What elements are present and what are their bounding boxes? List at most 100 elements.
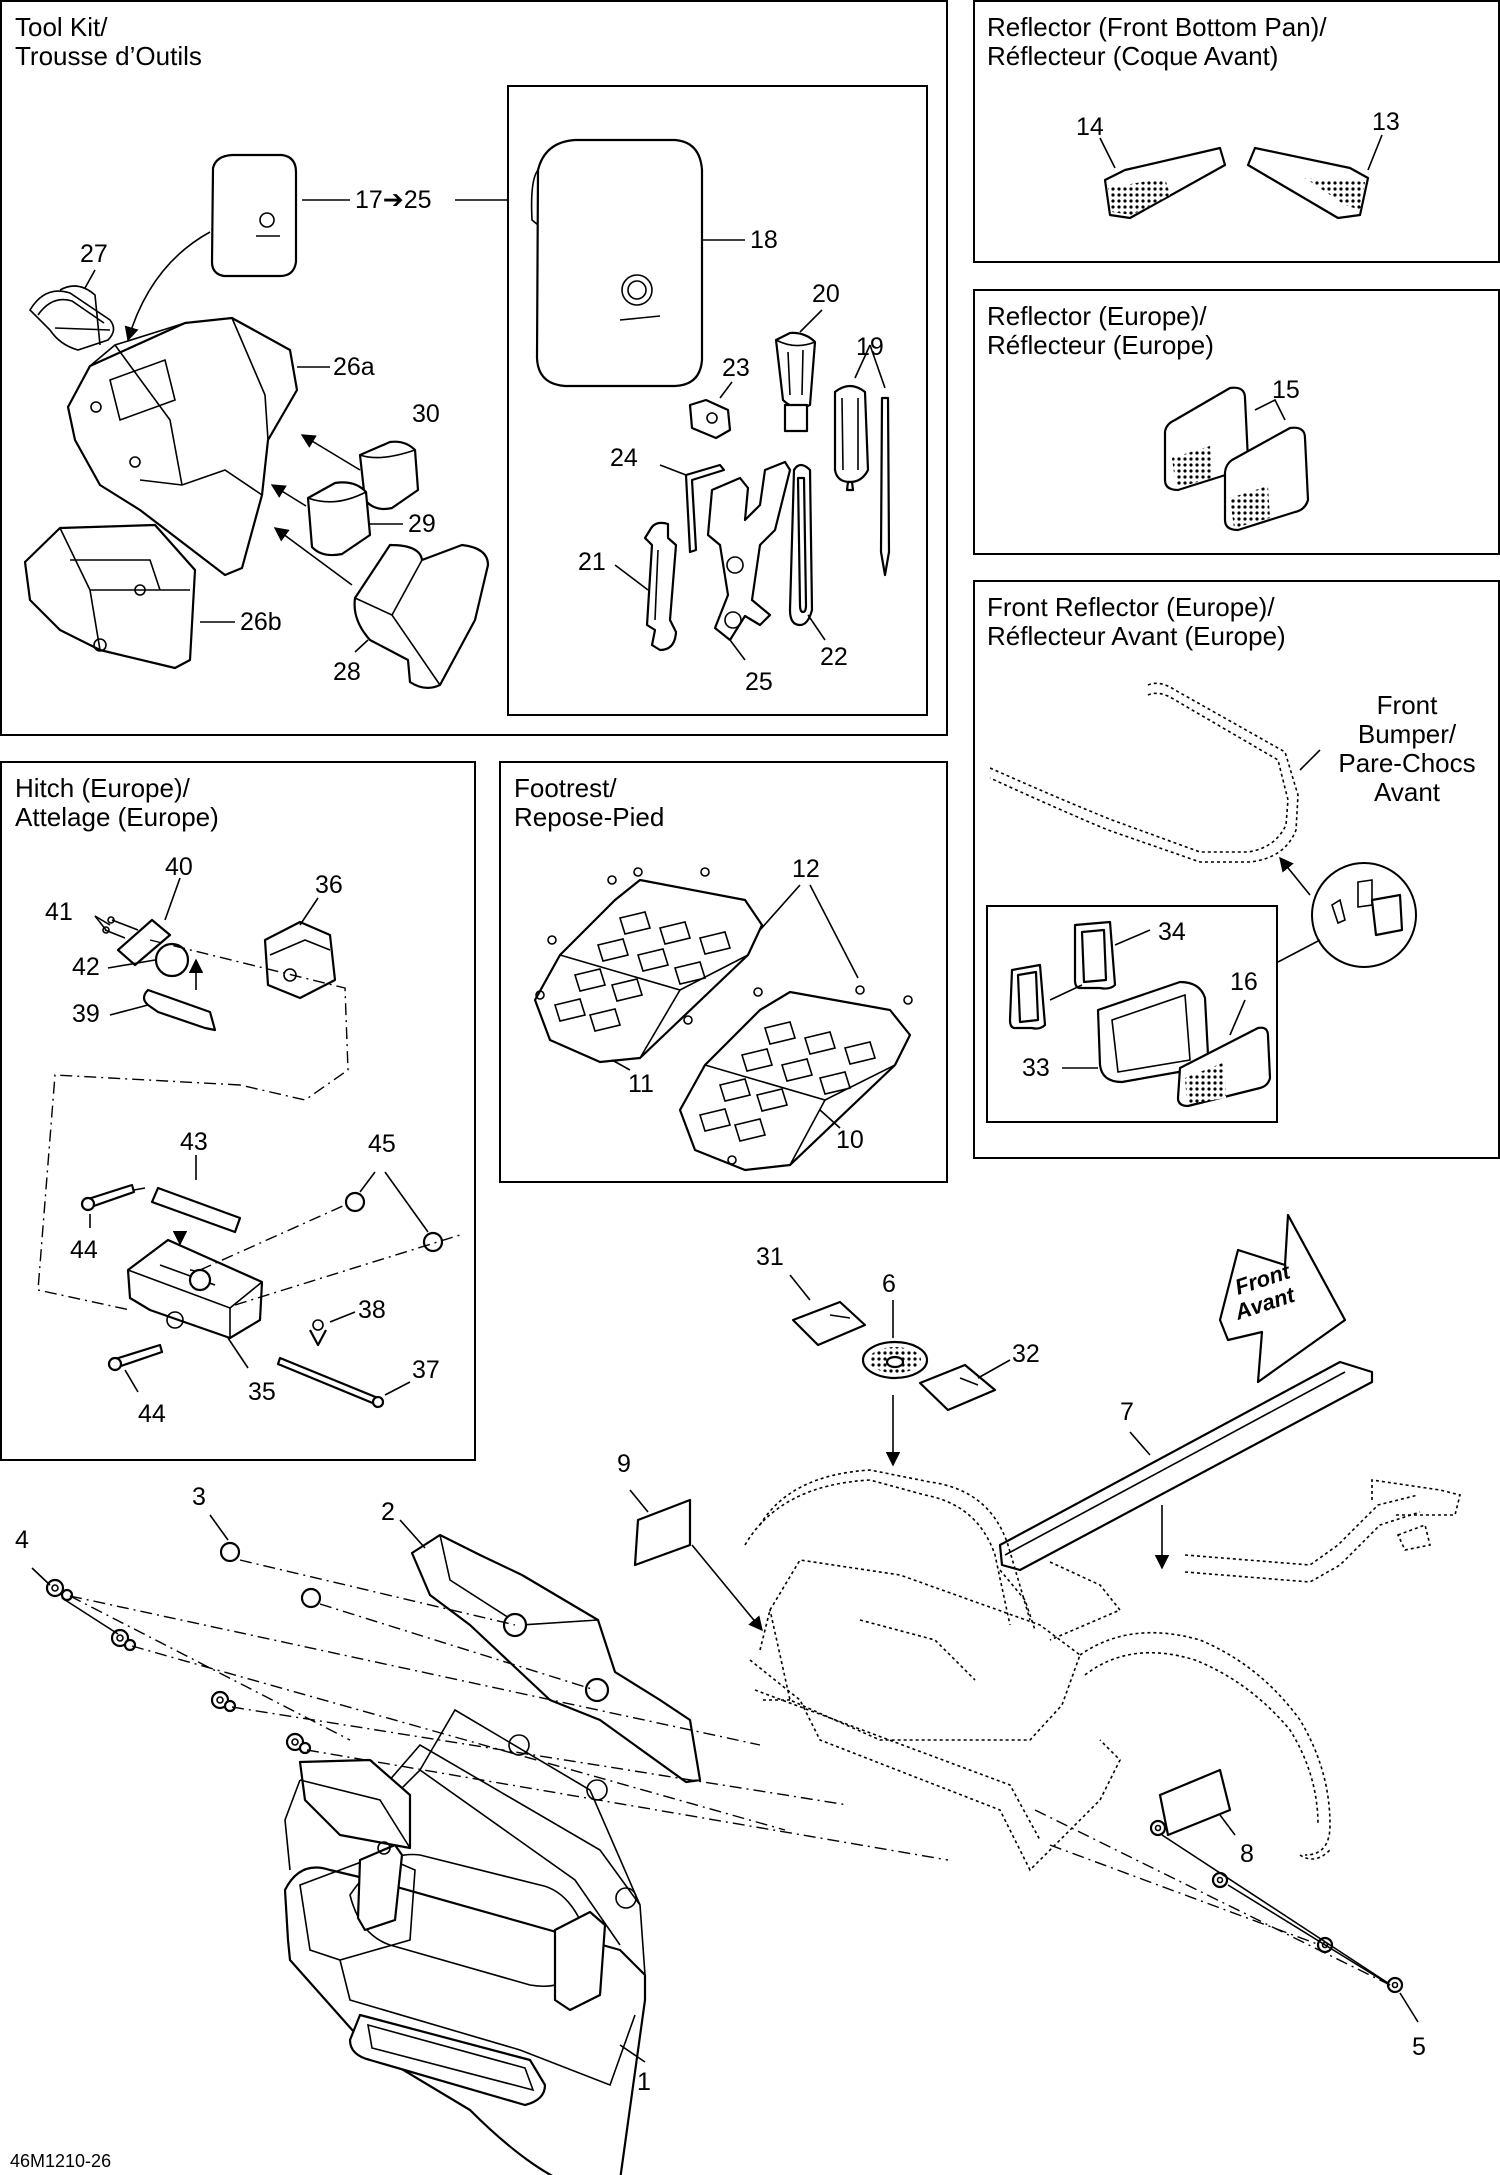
reflector-europe-title-fr: Réflecteur (Europe) bbox=[987, 330, 1214, 360]
hairpin-clip bbox=[142, 988, 217, 1032]
callout-22: 22 bbox=[820, 643, 848, 671]
callout-41: 41 bbox=[45, 898, 73, 926]
callout-29: 29 bbox=[408, 510, 436, 538]
callout-43: 43 bbox=[180, 1128, 208, 1156]
callout-13: 13 bbox=[1372, 108, 1400, 136]
footrest-left-11 bbox=[533, 867, 764, 1064]
callout-26a: 26a bbox=[333, 353, 375, 381]
callout-34: 34 bbox=[1158, 918, 1186, 946]
tool-holder-lower bbox=[23, 523, 197, 670]
callout-17-25: 17➔25 bbox=[355, 186, 432, 214]
tool-bag-large bbox=[530, 138, 704, 388]
emblem-6 bbox=[861, 1340, 929, 1380]
callout-8: 8 bbox=[1240, 1840, 1254, 1868]
toolkit-title-en: Tool Kit/ bbox=[15, 12, 108, 42]
reflector-strip-43 bbox=[150, 1186, 242, 1234]
hex-key bbox=[684, 463, 726, 554]
front-bumper-label-2: Bumper/ bbox=[1358, 719, 1457, 749]
front-bumper bbox=[989, 682, 1299, 863]
tool-bag-small bbox=[210, 153, 298, 278]
bit-holder bbox=[688, 398, 732, 440]
front-bumper-label-4: Avant bbox=[1374, 777, 1441, 807]
callout-44-lower: 44 bbox=[138, 1400, 166, 1428]
callout-26b: 26b bbox=[240, 608, 282, 636]
callout-42: 42 bbox=[72, 953, 100, 981]
decal-8 bbox=[1158, 1768, 1232, 1837]
callout-5: 5 bbox=[1412, 2033, 1426, 2061]
nut-45-a bbox=[344, 1191, 366, 1213]
callout-1: 1 bbox=[637, 2068, 651, 2096]
drawing-code: 46M1210-26 bbox=[10, 2151, 111, 2171]
callout-4: 4 bbox=[15, 1526, 29, 1554]
reflector-left-14 bbox=[1103, 146, 1227, 220]
hitch-bracket-35 bbox=[126, 1238, 264, 1340]
rivet-3-b bbox=[300, 1587, 322, 1609]
reflector-front-bottom-title-en: Reflector (Front Bottom Pan)/ bbox=[987, 12, 1327, 42]
foam-insert-30 bbox=[358, 440, 420, 511]
callout-37: 37 bbox=[412, 1356, 440, 1384]
reflective-strip-7 bbox=[998, 1360, 1374, 1572]
front-reflector-europe-title-fr: Réflecteur Avant (Europe) bbox=[987, 621, 1286, 651]
front-bumper-label-1: Front bbox=[1377, 690, 1438, 720]
hitch-pin-38 bbox=[309, 1319, 327, 1347]
reflector-front-bottom-panel bbox=[973, 0, 1500, 263]
callout-36: 36 bbox=[315, 871, 343, 899]
hitch-clamp-36 bbox=[263, 920, 337, 1000]
footrest-right-10 bbox=[678, 985, 913, 1172]
front-bumper-label-3: Pare-Chocs bbox=[1338, 748, 1475, 778]
tool-holder-upper bbox=[66, 316, 299, 577]
callout-40: 40 bbox=[165, 853, 193, 881]
callout-18: 18 bbox=[750, 226, 778, 254]
screwdriver bbox=[833, 384, 891, 577]
callout-35: 35 bbox=[248, 1378, 276, 1406]
decal-32 bbox=[918, 1363, 997, 1412]
callout-33: 33 bbox=[1022, 1054, 1050, 1082]
hitch-panel bbox=[0, 761, 476, 1461]
callout-6: 6 bbox=[882, 1270, 896, 1298]
callout-10: 10 bbox=[836, 1126, 864, 1154]
callout-3: 3 bbox=[192, 1483, 206, 1511]
strap bbox=[28, 285, 115, 351]
decal-31 bbox=[791, 1300, 867, 1347]
callout-9: 9 bbox=[617, 1450, 631, 1478]
callout-12: 12 bbox=[792, 855, 820, 883]
wrench bbox=[643, 521, 678, 652]
callout-16: 16 bbox=[1230, 968, 1258, 996]
callout-28: 28 bbox=[333, 658, 361, 686]
front-bottom-pan bbox=[283, 1708, 647, 2175]
detail-magnifier bbox=[1311, 862, 1417, 968]
washers-4 bbox=[45, 1578, 312, 1755]
hitch-title-fr: Attelage (Europe) bbox=[15, 802, 219, 832]
callout-25: 25 bbox=[745, 668, 773, 696]
hitch-title-en: Hitch (Europe)/ bbox=[15, 773, 191, 803]
callout-21: 21 bbox=[578, 548, 606, 576]
reflector-plate-16 bbox=[1176, 1026, 1272, 1108]
callout-20: 20 bbox=[812, 280, 840, 308]
callout-27: 27 bbox=[80, 240, 108, 268]
callout-2: 2 bbox=[381, 1498, 395, 1526]
reflector-europe-title-en: Reflector (Europe)/ bbox=[987, 301, 1207, 331]
reflector-bracket-34 bbox=[1008, 920, 1117, 1030]
toolkit-title-fr: Trousse d’Outils bbox=[15, 41, 202, 71]
callout-11: 11 bbox=[628, 1070, 654, 1098]
nut-45-b bbox=[422, 1231, 444, 1253]
chassis-frame bbox=[744, 1469, 1461, 1872]
reflector-europe-b bbox=[1223, 426, 1310, 532]
spark-plug-socket bbox=[774, 331, 817, 433]
callout-38: 38 bbox=[358, 1296, 386, 1324]
reflector-right-13 bbox=[1246, 146, 1370, 220]
foam-insert-29 bbox=[306, 481, 372, 557]
front-reflector-europe-title-en: Front Reflector (Europe)/ bbox=[987, 592, 1275, 622]
rivet-3-a bbox=[219, 1541, 241, 1563]
foam-insert-28 bbox=[353, 543, 490, 689]
reflector-front-bottom-title-fr: Réflecteur (Coque Avant) bbox=[987, 41, 1278, 71]
footrest-title-en: Footrest/ bbox=[514, 773, 617, 803]
callout-45: 45 bbox=[368, 1130, 396, 1158]
reflector-housing-33 bbox=[1096, 980, 1210, 1084]
callout-32: 32 bbox=[1012, 1340, 1040, 1368]
callout-14: 14 bbox=[1076, 113, 1104, 141]
front-plate-2 bbox=[410, 1533, 702, 1784]
callout-31: 31 bbox=[756, 1243, 784, 1271]
rubber-strap bbox=[788, 463, 814, 627]
